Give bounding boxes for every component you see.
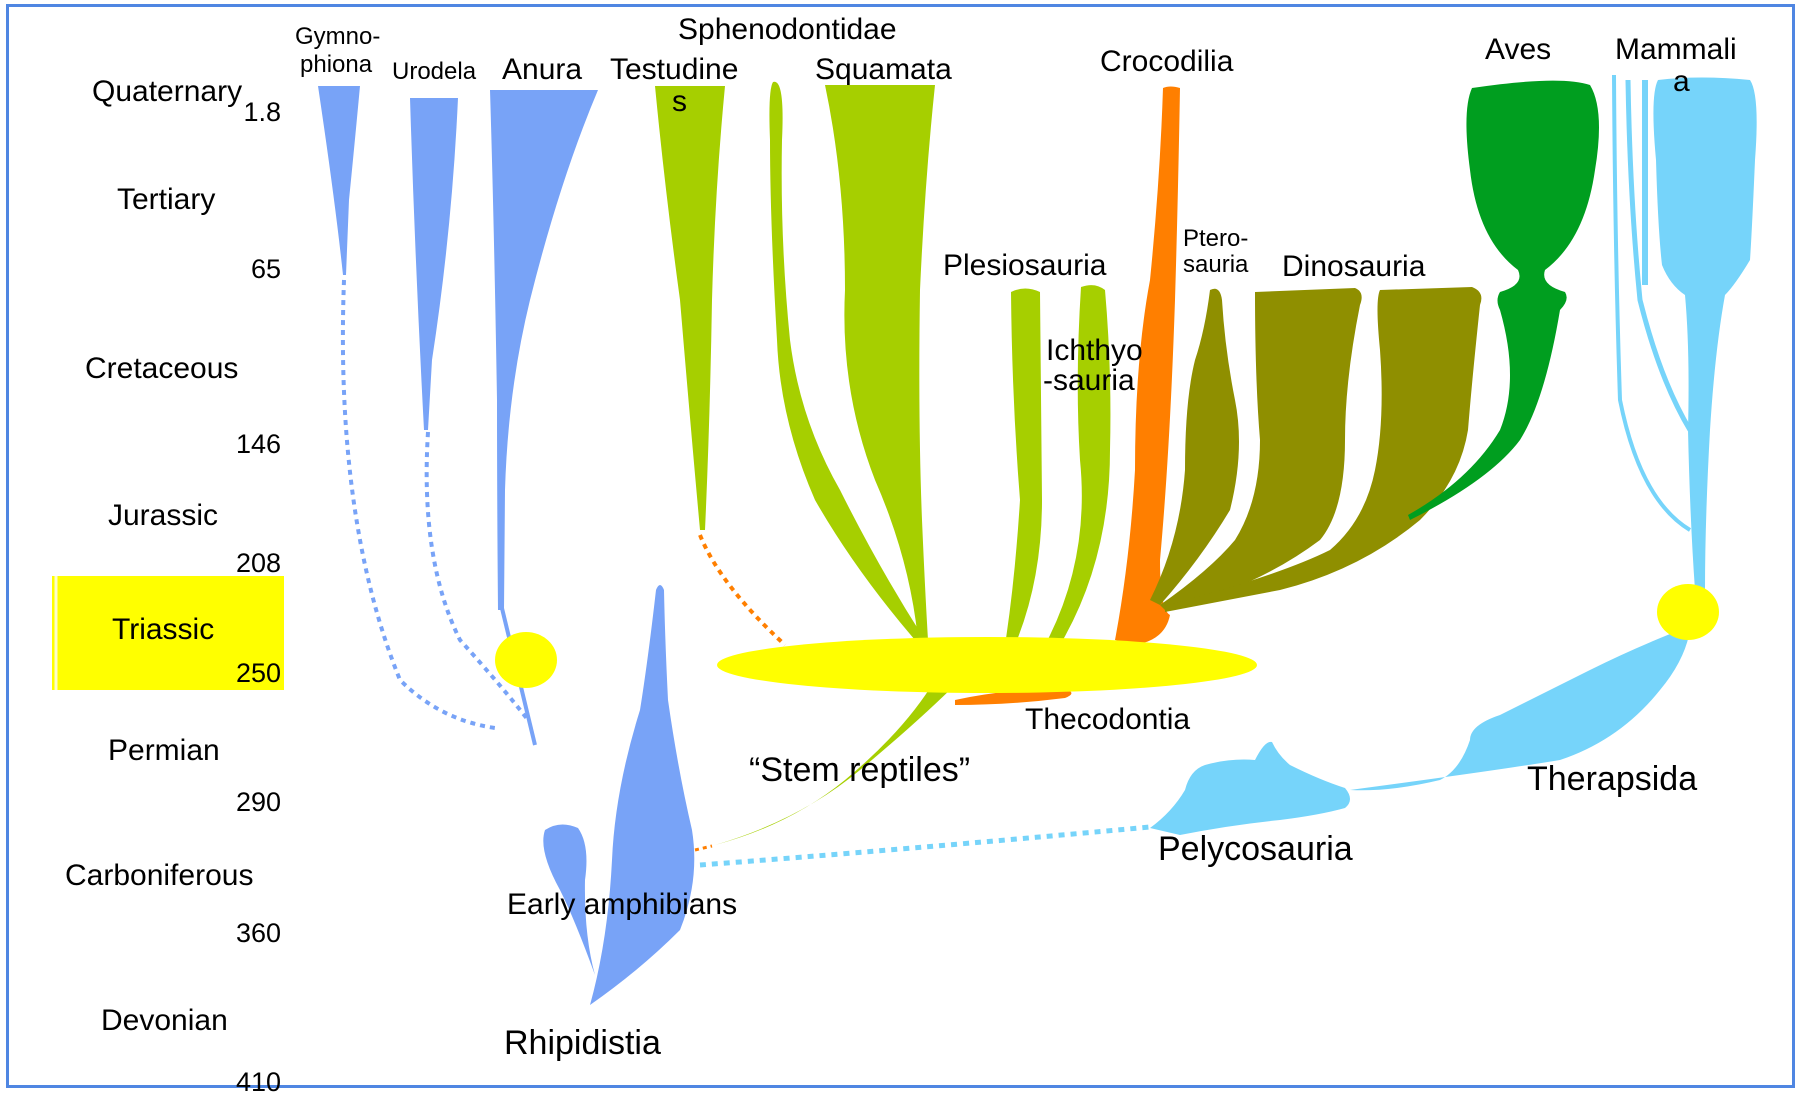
age-triassic: 250: [236, 658, 281, 688]
branch-plesiosauria: [1005, 289, 1042, 646]
label-mammalia-2: a: [1673, 65, 1690, 98]
label-early-amphibians: Early amphibians: [507, 888, 737, 921]
basal-tetrapods: [543, 585, 694, 1005]
label-stem-reptiles: “Stem reptiles”: [749, 751, 970, 789]
branch-urodela: [410, 98, 458, 430]
label-pterosauria-1: Ptero-: [1183, 225, 1248, 252]
period-devonian: Devonian: [101, 1004, 228, 1037]
label-pelycosauria: Pelycosauria: [1158, 830, 1353, 868]
mammal-origin-node: [1657, 584, 1719, 640]
branch-squamata: [825, 85, 935, 640]
label-therapsida: Therapsida: [1527, 760, 1697, 798]
amphibian-origin-node: [495, 632, 557, 688]
label-anura: Anura: [502, 53, 582, 86]
label-plesiosauria: Plesiosauria: [943, 249, 1107, 282]
dotted-testudines: [700, 535, 785, 645]
age-carboniferous: 360: [236, 918, 281, 948]
label-testudines-2: s: [672, 85, 687, 118]
period-labels: Quaternary Tertiary Cretaceous Jurassic …: [65, 75, 253, 1037]
age-cretaceous: 146: [236, 429, 281, 459]
period-triassic: Triassic: [112, 613, 214, 646]
branch-anura: [490, 90, 598, 610]
branch-early-amphibians-main: [590, 585, 694, 1005]
branch-testudines: [655, 86, 725, 530]
label-crocodilia: Crocodilia: [1100, 45, 1234, 78]
label-ichthyosauria-1: Ichthyo: [1046, 334, 1143, 367]
label-thecodontia: Thecodontia: [1025, 703, 1190, 736]
label-rhipidistia: Rhipidistia: [504, 1024, 661, 1062]
period-carboniferous: Carboniferous: [65, 859, 253, 892]
label-sphenodontidae: Sphenodontidae: [678, 13, 897, 46]
age-devonian: 410: [236, 1067, 281, 1094]
amphibian-lineages: [318, 86, 598, 745]
label-aves: Aves: [1485, 33, 1551, 66]
period-permian: Permian: [108, 734, 220, 767]
label-gymnophiona-1: Gymno-: [295, 23, 380, 50]
branch-gymnophiona: [318, 86, 360, 275]
label-dinosauria: Dinosauria: [1282, 250, 1426, 283]
label-mammalia-1: Mammali: [1615, 33, 1737, 66]
dotted-gymnophiona: [343, 280, 495, 728]
branch-pelycosauria: [1150, 742, 1350, 835]
label-ichthyosauria-2: -sauria: [1043, 364, 1135, 397]
age-tertiary: 65: [251, 254, 281, 284]
dotted-stem-reptiles: [695, 846, 712, 850]
period-jurassic: Jurassic: [108, 499, 218, 532]
reptile-radiation-node: [717, 637, 1257, 693]
label-pterosauria-2: sauria: [1183, 251, 1249, 278]
period-quaternary: Quaternary: [92, 75, 242, 108]
label-testudines-1: Testudine: [610, 53, 738, 86]
label-gymnophiona-2: phiona: [300, 51, 373, 78]
age-jurassic: 208: [236, 548, 281, 578]
label-urodela: Urodela: [392, 58, 477, 85]
label-squamata: Squamata: [815, 53, 952, 86]
age-quaternary: 1.8: [243, 97, 281, 127]
age-permian: 290: [236, 787, 281, 817]
dotted-pelycosauria: [700, 827, 1150, 865]
period-tertiary: Tertiary: [117, 183, 215, 216]
period-cretaceous: Cretaceous: [85, 352, 238, 385]
